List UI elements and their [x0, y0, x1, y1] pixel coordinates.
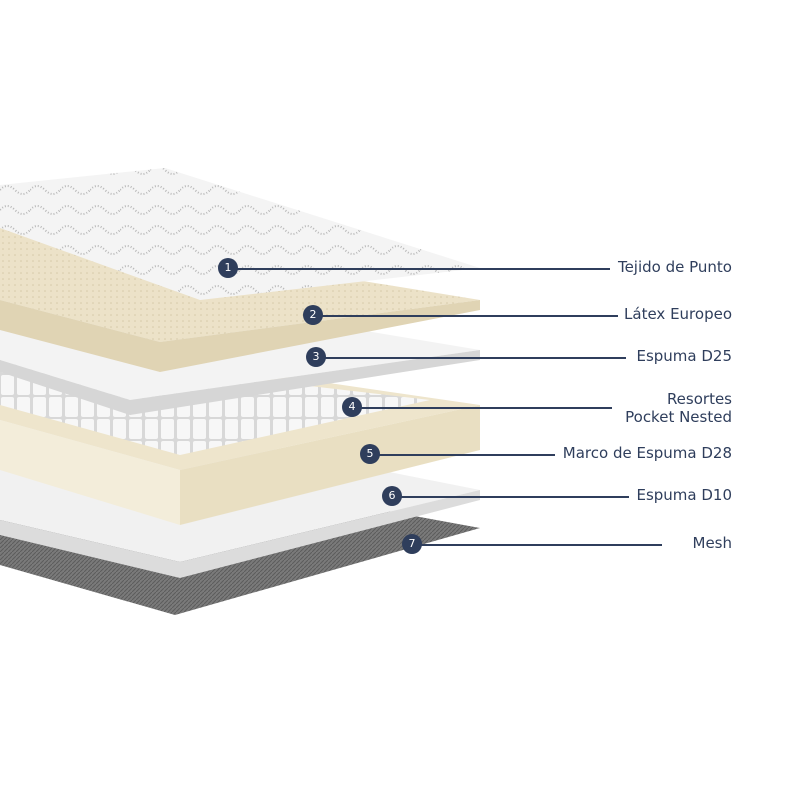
label-resortes-line1: Resortes	[666, 390, 732, 408]
marker-4: 4	[342, 397, 362, 417]
marker-5: 5	[360, 444, 380, 464]
marker-7: 7	[402, 534, 422, 554]
leader-line-1	[228, 268, 610, 270]
label-marco-espuma-d28: Marco de Espuma D28	[562, 444, 732, 462]
marker-6: 6	[382, 486, 402, 506]
marker-3: 3	[306, 347, 326, 367]
leader-line-2	[313, 315, 618, 317]
layer-knit-fabric	[0, 168, 480, 300]
leader-line-3	[316, 357, 626, 359]
leader-line-5	[370, 454, 555, 456]
marker-1: 1	[218, 258, 238, 278]
leader-line-4	[352, 407, 612, 409]
label-resortes: Resortes Pocket Nested	[625, 390, 732, 426]
label-espuma-d10: Espuma D10	[636, 486, 732, 504]
leader-line-6	[392, 496, 629, 498]
label-espuma-d25: Espuma D25	[636, 347, 732, 365]
label-resortes-line2: Pocket Nested	[625, 408, 732, 426]
leader-line-7	[412, 544, 662, 546]
label-latex-europeo: Látex Europeo	[624, 305, 732, 323]
label-tejido-de-punto: Tejido de Punto	[617, 258, 732, 276]
label-mesh: Mesh	[692, 534, 733, 552]
marker-2: 2	[303, 305, 323, 325]
